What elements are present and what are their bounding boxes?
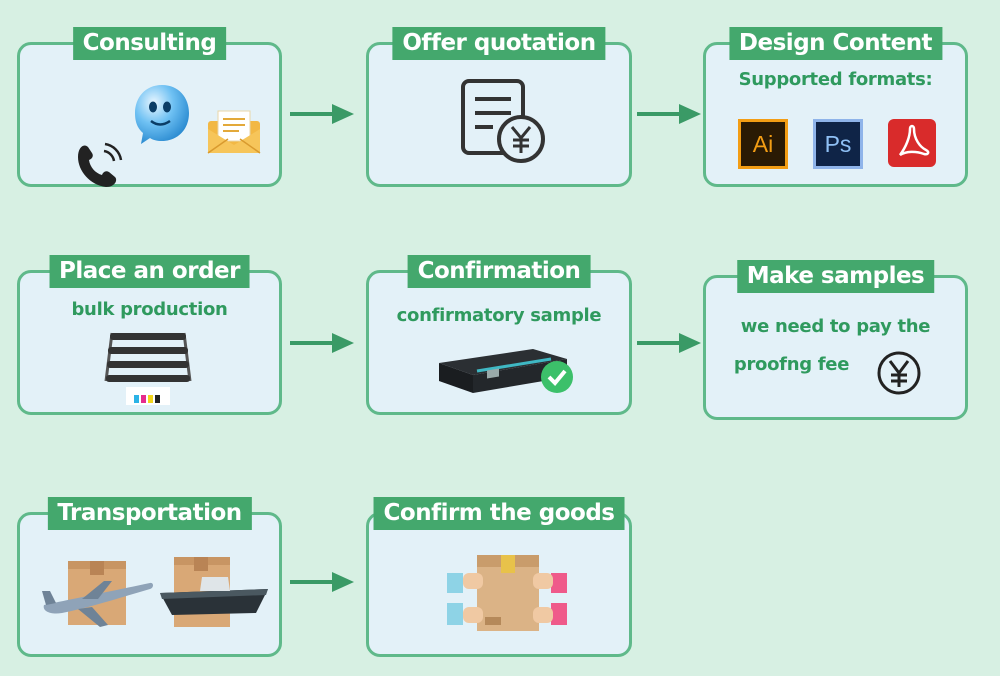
step-confirmation: Confirmation confirmatory sample xyxy=(366,255,632,415)
arrow-right-icon xyxy=(637,104,701,124)
chat-bubble-icon xyxy=(135,85,189,144)
proofing-fee-line-1: we need to pay the xyxy=(740,316,931,337)
step-title: Confirmation xyxy=(407,255,591,288)
step-title: Design Content xyxy=(728,27,943,60)
arrow-right-icon xyxy=(637,333,701,353)
step-title: Consulting xyxy=(72,27,227,60)
step-title: Confirm the goods xyxy=(373,497,625,530)
illustrator-icon: Ai xyxy=(738,119,788,169)
photoshop-icon: Ps xyxy=(813,119,863,169)
step-title: Place an order xyxy=(49,255,250,288)
step-transportation: Transportation xyxy=(17,497,282,657)
step-title: Transportation xyxy=(47,497,252,530)
step-confirm-the-goods: Confirm the goods xyxy=(366,497,632,657)
proofing-fee-line-2: proofng fee xyxy=(733,354,850,375)
arrow-right-icon xyxy=(290,104,354,124)
step-make-samples: Make samples we need to pay the proofng … xyxy=(703,260,968,420)
bulk-production-label: bulk production xyxy=(71,299,228,320)
arrow-right-icon xyxy=(290,333,354,353)
yuan-icon xyxy=(877,351,921,395)
step-offer-quotation: Offer quotation xyxy=(366,27,632,187)
envelope-icon xyxy=(207,110,261,154)
step-place-an-order: Place an order bulk production xyxy=(17,255,282,415)
step-consulting: Consulting xyxy=(17,27,282,187)
step-title: Make samples xyxy=(736,260,935,293)
package-handover-icon xyxy=(447,555,567,631)
step-design-content: Design Content Supported formats: Ai Ps xyxy=(703,27,968,187)
confirmatory-sample-label: confirmatory sample xyxy=(396,305,602,326)
sea-freight-icon xyxy=(160,557,268,627)
air-freight-icon xyxy=(42,561,153,627)
step-title: Offer quotation xyxy=(392,27,606,60)
phone-icon xyxy=(78,142,123,187)
quotation-document-icon xyxy=(461,79,545,163)
pdf-icon xyxy=(888,119,936,167)
sample-box-icon xyxy=(439,349,573,393)
arrow-right-icon xyxy=(290,572,354,592)
supported-formats-label: Supported formats: xyxy=(738,69,933,90)
production-line-icon xyxy=(104,332,192,405)
